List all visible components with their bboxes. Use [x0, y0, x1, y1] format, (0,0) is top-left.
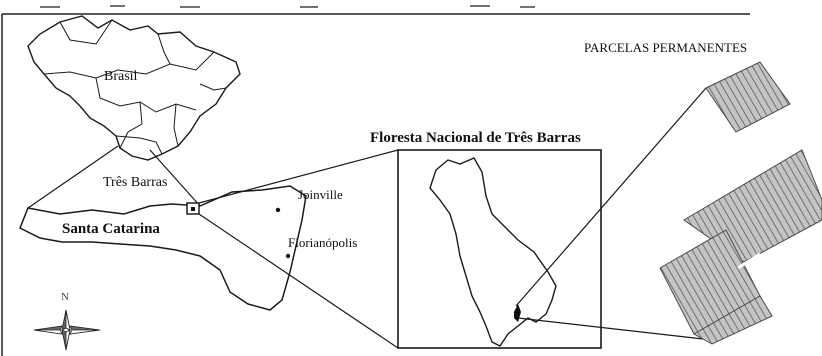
- north-compass-icon: [33, 309, 101, 351]
- north-label: N: [61, 291, 69, 303]
- flona-title: Floresta Nacional de Três Barras: [370, 130, 581, 146]
- parcelas-title: PARCELAS PERMANENTES: [584, 40, 748, 55]
- tres-barras-label: Três Barras: [103, 175, 168, 190]
- santa-catarina-label: Santa Catarina: [62, 221, 160, 237]
- flona-zoom-lines: [198, 149, 399, 349]
- brazil-label: Brasil: [104, 69, 138, 84]
- outer-frame: [1, 13, 750, 356]
- parcelas-zoom-lines: [515, 87, 713, 341]
- florianopolis-label: Florianópolis: [288, 235, 358, 250]
- florianopolis-dot: [285, 253, 291, 259]
- plots-gap: [737, 252, 761, 270]
- brazil-zoom-lines: [27, 145, 201, 209]
- joinville-dot: [275, 207, 281, 213]
- permanent-plots: [659, 61, 822, 345]
- plot-location-marker: [514, 304, 521, 322]
- tres-barras-point: [191, 207, 195, 211]
- cropped-header-marks: [40, 5, 535, 8]
- brazil-map: [27, 15, 241, 161]
- joinville-label: Joinville: [298, 187, 343, 202]
- santa-catarina-shape: [19, 185, 307, 311]
